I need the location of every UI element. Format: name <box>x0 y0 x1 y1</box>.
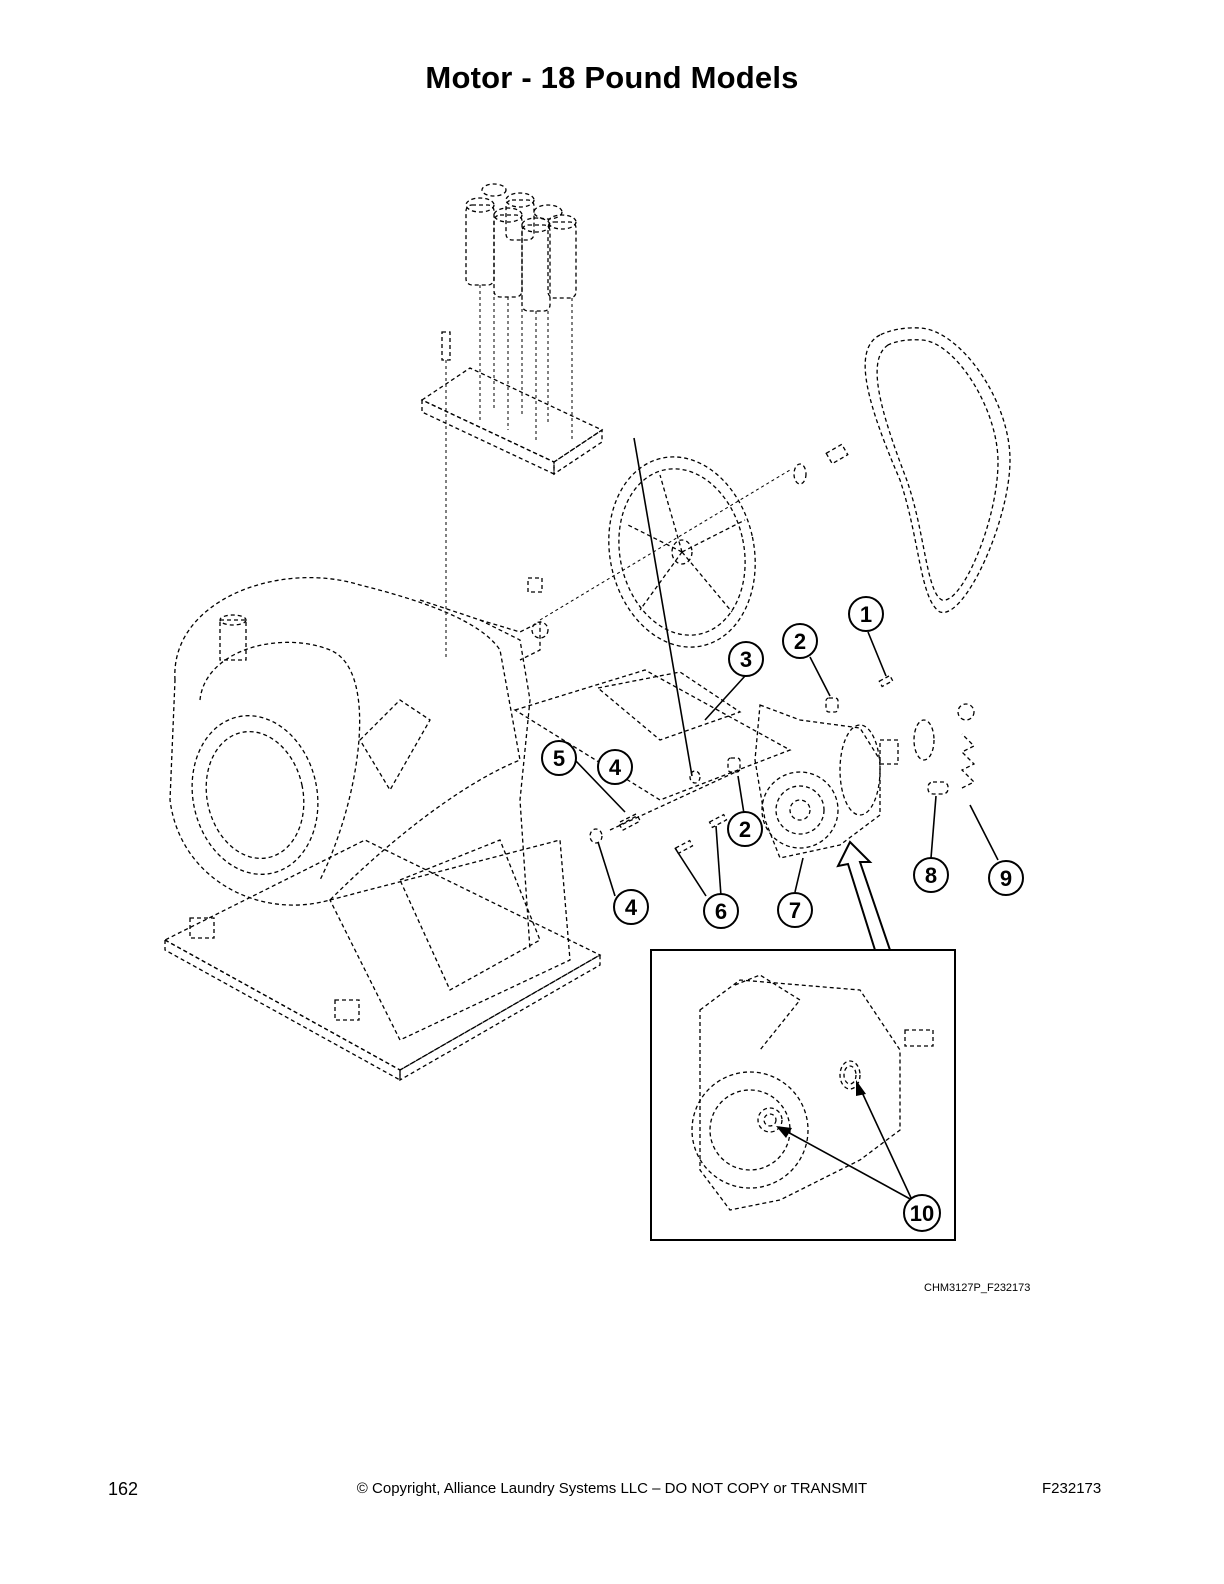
callout-8: 8 <box>913 857 949 893</box>
callout-2a: 2 <box>782 623 818 659</box>
callout-label: 3 <box>740 647 752 672</box>
callout-10: 10 <box>903 1194 941 1232</box>
inset-pointer-arrow <box>836 840 892 951</box>
capacitor-bracket <box>420 331 604 660</box>
callout-3: 3 <box>728 641 764 677</box>
callout-label: 1 <box>860 602 872 627</box>
callout-label: 7 <box>789 898 801 923</box>
drum-pulley <box>527 443 849 648</box>
callout-label: 2 <box>739 817 751 842</box>
callout-9: 9 <box>988 860 1024 896</box>
callout-1: 1 <box>848 596 884 632</box>
diagram-code: CHM3127P_F232173 <box>924 1282 1031 1294</box>
callout-6: 6 <box>703 893 739 929</box>
copyright-notice: © Copyright, Alliance Laundry Systems LL… <box>356 1480 868 1497</box>
drive-belt <box>864 327 1011 613</box>
callout-label: 8 <box>925 863 937 888</box>
callout-label: 6 <box>715 899 727 924</box>
callout-label: 4 <box>609 755 622 780</box>
callout-label: 9 <box>1000 866 1012 891</box>
page-number: 162 <box>108 1479 139 1499</box>
document-id: F232173 <box>1042 1480 1102 1497</box>
callout-4b: 4 <box>613 889 649 925</box>
callout-2b: 2 <box>727 811 763 847</box>
callout-label: 5 <box>553 746 565 771</box>
callout-label: 10 <box>910 1201 934 1226</box>
bearing-inset <box>650 949 956 1241</box>
capacitor-group <box>465 183 577 440</box>
callout-label: 2 <box>794 629 806 654</box>
callout-4a: 4 <box>597 749 633 785</box>
callout-7: 7 <box>777 892 813 928</box>
callout-label: 4 <box>625 895 638 920</box>
page-title: Motor - 18 Pound Models <box>425 60 799 95</box>
callout-5: 5 <box>541 740 577 776</box>
blower-housing <box>163 577 602 1082</box>
leader-lines <box>574 437 999 897</box>
